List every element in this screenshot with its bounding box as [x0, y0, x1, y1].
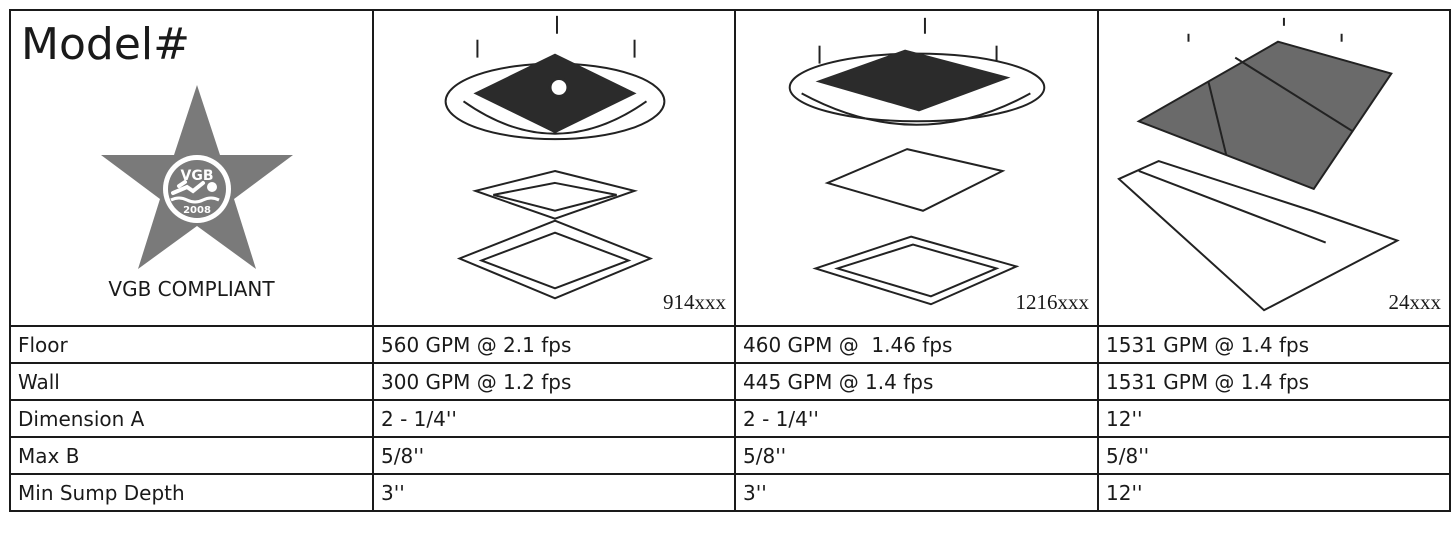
cell-wall-914: 300 GPM @ 1.2 fps	[372, 362, 736, 401]
cell-min-sump-depth-1216: 3''	[734, 473, 1099, 512]
cell-floor-1216: 460 GPM @ 1.46 fps	[734, 325, 1099, 364]
cell-wall-24: 1531 GPM @ 1.4 fps	[1097, 362, 1451, 401]
table-row-max-b: Max B 5/8'' 5/8'' 5/8''	[9, 436, 1451, 475]
model-code-1216: 1216xxx	[1015, 290, 1090, 314]
cell-dimension-a-24: 12''	[1097, 399, 1451, 438]
row-label-max-b: Max B	[9, 436, 374, 475]
cell-floor-914: 560 GPM @ 2.1 fps	[372, 325, 736, 364]
cell-dimension-a-1216: 2 - 1/4''	[734, 399, 1099, 438]
model-cell-1216: 1216xxx	[734, 9, 1099, 327]
row-label-floor: Floor	[9, 325, 374, 364]
model-title: Model#	[21, 19, 190, 70]
header-row: Model# VGB 2008 VGB COMPLIANT	[9, 9, 1451, 327]
model-code-914: 914xxx	[663, 290, 726, 314]
cell-max-b-24: 5/8''	[1097, 436, 1451, 475]
cell-min-sump-depth-914: 3''	[372, 473, 736, 512]
row-label-wall: Wall	[9, 362, 374, 401]
model-cell-24: 24xxx	[1097, 9, 1451, 327]
cell-wall-1216: 445 GPM @ 1.4 fps	[734, 362, 1099, 401]
vgb-compliant-caption: VGB COMPLIANT	[108, 277, 275, 301]
drain-cover-1216-assembly-icon	[788, 17, 1046, 306]
cell-max-b-1216: 5/8''	[734, 436, 1099, 475]
vgb-star-badge-icon: VGB 2008	[101, 85, 293, 269]
model-header-cell: Model# VGB 2008 VGB COMPLIANT	[9, 9, 374, 327]
drain-cover-914-assembly-icon	[444, 15, 666, 300]
badge-text-vgb: VGB	[181, 168, 214, 184]
badge-text-year: 2008	[183, 205, 211, 216]
cell-floor-24: 1531 GPM @ 1.4 fps	[1097, 325, 1451, 364]
row-label-dimension-a: Dimension A	[9, 399, 374, 438]
model-cell-914: 914xxx	[372, 9, 736, 327]
cell-dimension-a-914: 2 - 1/4''	[372, 399, 736, 438]
table-row-min-sump-depth: Min Sump Depth 3'' 3'' 12''	[9, 473, 1451, 512]
model-code-24: 24xxx	[1388, 290, 1442, 314]
drain-grate-24-assembly-icon	[1117, 17, 1400, 312]
row-label-min-sump-depth: Min Sump Depth	[9, 473, 374, 512]
cell-max-b-914: 5/8''	[372, 436, 736, 475]
cell-min-sump-depth-24: 12''	[1097, 473, 1451, 512]
swimmer-icon	[171, 180, 205, 195]
spec-table: Model# VGB 2008 VGB COMPLIANT	[9, 9, 1451, 512]
table-row-dimension-a: Dimension A 2 - 1/4'' 2 - 1/4'' 12''	[9, 399, 1451, 438]
table-row-wall: Wall 300 GPM @ 1.2 fps 445 GPM @ 1.4 fps…	[9, 362, 1451, 401]
table-row-floor: Floor 560 GPM @ 2.1 fps 460 GPM @ 1.46 f…	[9, 325, 1451, 364]
